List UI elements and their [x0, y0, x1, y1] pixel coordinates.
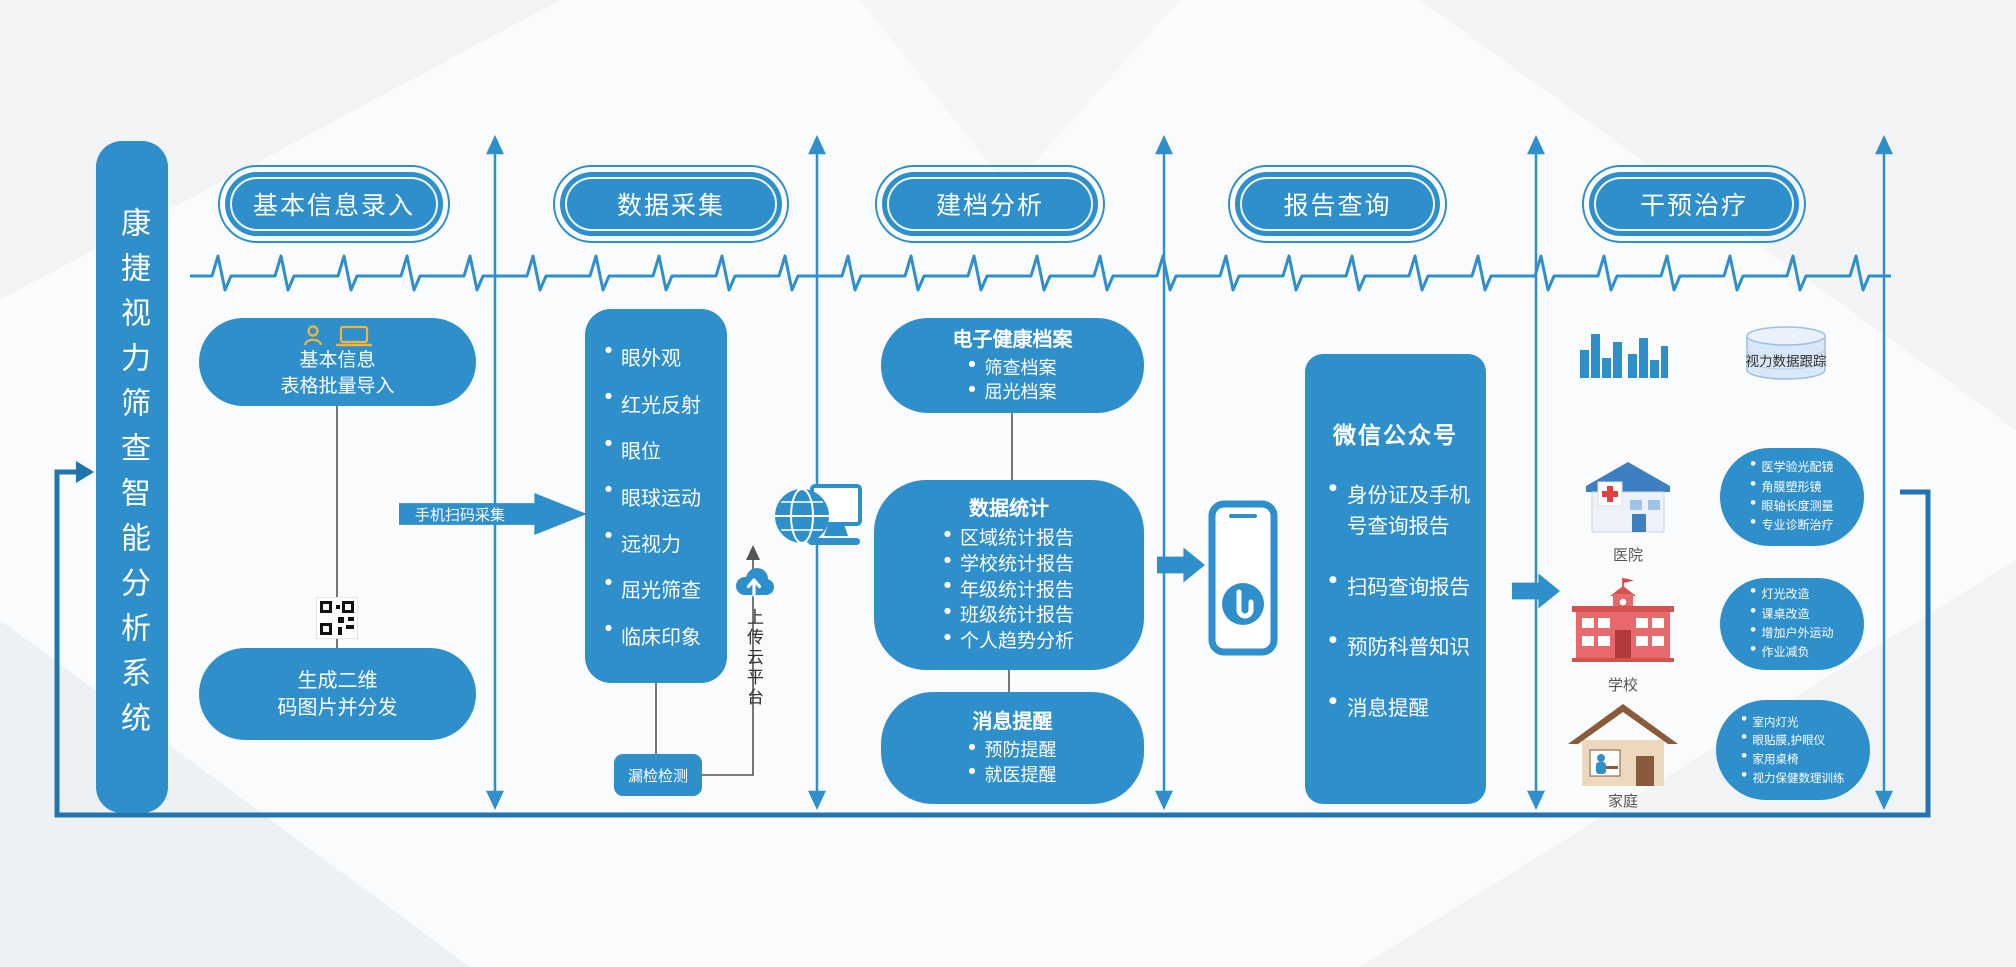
list-item: 医学验光配镜	[1750, 458, 1833, 477]
list-item: 区域统计报告	[944, 526, 1074, 552]
wechat-title: 微信公众号	[1333, 423, 1458, 449]
recheck-box: 漏检检测	[614, 754, 702, 796]
tracking-label: 视力数据跟踪	[1745, 354, 1827, 370]
list-item: 屈光筛查	[605, 574, 721, 603]
user-icon	[303, 325, 322, 346]
stage-header-basic-info: 基本信息录入	[218, 165, 450, 243]
stage-header-report-query: 报告查询	[1228, 165, 1447, 243]
list-item: 扫码查询报告	[1329, 572, 1470, 603]
system-title-bar: 康捷视力筛查智能分析系统	[96, 141, 168, 813]
stage-header-label: 干预治疗	[1639, 191, 1748, 220]
scan-arrow-label: 手机扫码采集	[415, 505, 506, 524]
cloud-upload-icon	[736, 568, 774, 597]
list-item: 眼轴长度测量	[1750, 497, 1833, 516]
stage-header-label: 报告查询	[1283, 191, 1392, 220]
qr-distribute-box: 生成二维 码图片并分发	[199, 648, 476, 740]
list-item: 眼外观	[605, 342, 721, 371]
statistics-box: 数据统计 区域统计报告 学校统计报告 年级统计报告 班级统计报告 个人趋势分析	[874, 480, 1144, 670]
stage-header-data-collection: 数据采集	[553, 165, 789, 243]
family-measures-pill: 室内灯光 眼贴膜,护眼仪 家用桌椅 视力保健数理训练	[1716, 700, 1870, 800]
qr-box-line1: 生成二维	[297, 668, 378, 692]
stage-header-label: 建档分析	[935, 191, 1044, 220]
school-label: 学校	[1607, 676, 1638, 694]
wechat-feature-list: 身份证及手机号查询报告 扫码查询报告 预防科普知识 消息提醒	[1305, 450, 1486, 724]
list-item: 预防科普知识	[1329, 632, 1470, 663]
user-laptop-icons	[303, 325, 372, 347]
list-item: 室内灯光	[1742, 713, 1845, 732]
list-item: 学校统计报告	[944, 552, 1074, 578]
list-item: 视力保健数理训练	[1742, 769, 1845, 788]
bar-chart-icon	[1580, 334, 1668, 378]
import-box-line1: 基本信息	[299, 349, 376, 372]
school-measures-pill: 灯光改造 课桌改造 增加户外运动 作业减负	[1720, 578, 1864, 670]
list-item: 眼位	[605, 435, 721, 464]
stage-header-label: 数据采集	[616, 191, 725, 220]
home-icon	[1568, 704, 1678, 786]
database-icon	[1746, 326, 1826, 380]
notification-title: 消息提醒	[972, 709, 1053, 734]
school-icon	[1572, 578, 1674, 662]
stage-header-archive-analysis: 建档分析	[875, 165, 1105, 243]
list-item: 班级统计报告	[944, 603, 1074, 629]
list-item: 灯光改造	[1750, 585, 1833, 604]
system-title: 康捷视力筛查智能分析系统	[115, 207, 150, 747]
flow-arrow-to-report-query	[1157, 547, 1205, 583]
ehr-list: 筛查档案 屈光档案	[969, 357, 1057, 406]
notification-box: 消息提醒 预防提醒 就医提醒	[881, 692, 1144, 804]
hospital-measures-pill: 医学验光配镜 角膜塑形镜 眼轴长度测量 专业诊断治疗	[1720, 448, 1864, 546]
list-item: 眼贴膜,护眼仪	[1742, 731, 1845, 750]
ecg-line	[190, 254, 1891, 292]
qr-box-line2: 码图片并分发	[277, 695, 398, 719]
stage-header-intervention: 干预治疗	[1582, 165, 1806, 243]
list-item: 专业诊断治疗	[1750, 516, 1833, 535]
list-item: 年级统计报告	[944, 578, 1074, 604]
hospital-measures-list: 医学验光配镜 角膜塑形镜 眼轴长度测量 专业诊断治疗	[1750, 458, 1833, 536]
school-measures-list: 灯光改造 课桌改造 增加户外运动 作业减负	[1750, 585, 1833, 663]
upload-cloud-label: 上传云平台	[743, 608, 763, 708]
statistics-title: 数据统计	[969, 496, 1049, 521]
list-item: 屈光档案	[969, 381, 1057, 405]
qr-code-icon	[316, 597, 358, 639]
statistics-list: 区域统计报告 学校统计报告 年级统计报告 班级统计报告 个人趋势分析	[944, 526, 1074, 654]
list-item: 预防提醒	[969, 739, 1057, 763]
notification-list: 预防提醒 就医提醒	[969, 739, 1057, 788]
recheck-label: 漏检检测	[627, 766, 688, 785]
family-label: 家庭	[1607, 792, 1638, 810]
list-item: 临床印象	[605, 621, 721, 650]
data-collection-box: 眼外观 红光反射 眼位 眼球运动 远视力 屈光筛查 临床印象	[585, 309, 727, 683]
list-item: 角膜塑形镜	[1750, 478, 1833, 497]
list-item: 筛查档案	[969, 357, 1057, 381]
hospital-icon	[1586, 462, 1670, 533]
wechat-official-account-box: 微信公众号 身份证及手机号查询报告 扫码查询报告 预防科普知识 消息提醒	[1305, 354, 1486, 804]
list-item: 消息提醒	[1329, 693, 1470, 724]
ehr-title: 电子健康档案	[952, 326, 1073, 351]
list-item: 就医提醒	[969, 764, 1057, 788]
laptop-icon	[335, 326, 372, 347]
list-item: 作业减负	[1750, 643, 1833, 662]
family-measures-list: 室内灯光 眼贴膜,护眼仪 家用桌椅 视力保健数理训练	[1742, 713, 1845, 788]
list-item: 远视力	[605, 528, 721, 557]
upload-arrowhead	[746, 545, 760, 560]
phone-touch-icon	[1208, 500, 1278, 656]
hospital-label: 医院	[1612, 546, 1643, 564]
data-collection-list: 眼外观 红光反射 眼位 眼球运动 远视力 屈光筛查 临床印象	[585, 309, 727, 683]
stage-header-label: 基本信息录入	[252, 191, 415, 220]
basic-info-import-box: 基本信息 表格批量导入	[199, 318, 476, 406]
globe-computer-icon	[775, 484, 862, 545]
list-item: 红光反射	[605, 389, 721, 418]
list-item: 个人趋势分析	[944, 629, 1074, 655]
scan-collect-arrow: 手机扫码采集	[399, 493, 587, 535]
flow-arrow-to-intervention	[1512, 573, 1560, 609]
list-item: 增加户外运动	[1750, 624, 1833, 643]
list-item: 课桌改造	[1750, 605, 1833, 624]
list-item: 身份证及手机号查询报告	[1329, 480, 1470, 542]
list-item: 眼球运动	[605, 482, 721, 511]
list-item: 家用桌椅	[1742, 750, 1845, 769]
import-box-line2: 表格批量导入	[280, 375, 395, 397]
ehr-box: 电子健康档案 筛查档案 屈光档案	[881, 318, 1144, 413]
